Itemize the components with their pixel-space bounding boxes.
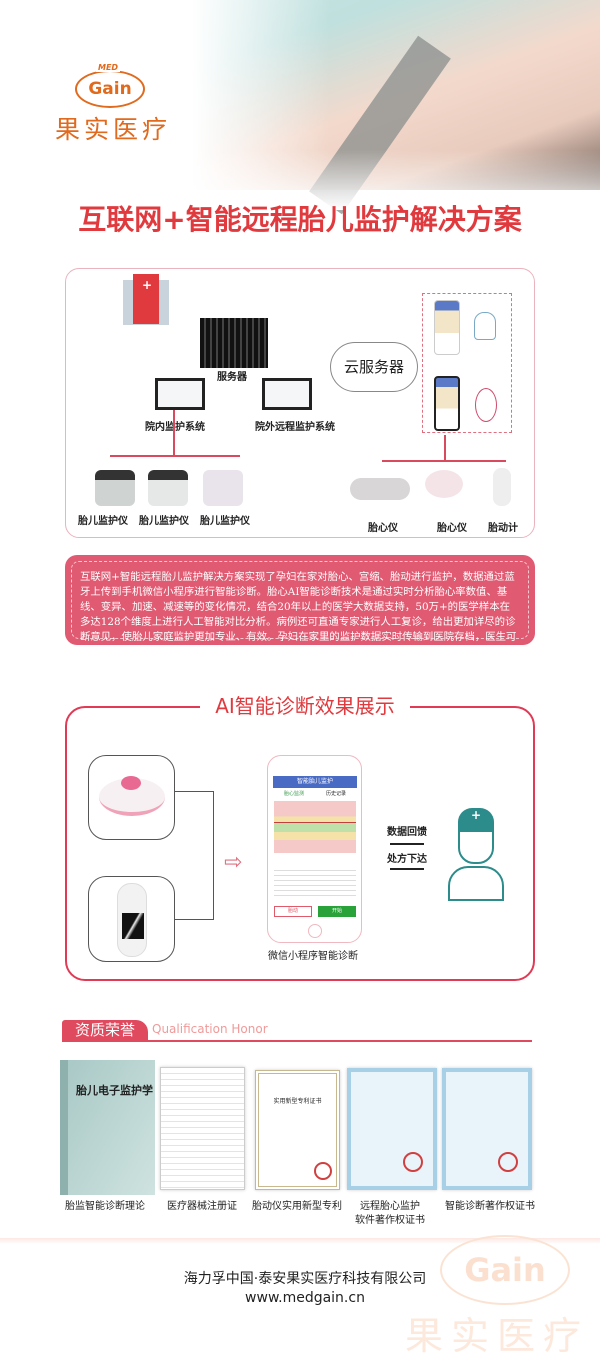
computer-icon xyxy=(262,378,312,410)
honor-title-en: Qualification Honor xyxy=(152,1022,268,1036)
doppler-image xyxy=(425,470,463,498)
doctor-illustration: + xyxy=(448,808,504,903)
app-tab[interactable]: 胎心监测 xyxy=(283,791,304,797)
registration-certificate xyxy=(160,1067,245,1190)
doctor-icon xyxy=(474,312,496,340)
honor-caption: 智能诊断著作权证书 xyxy=(445,1201,535,1212)
ai-section-title: AI智能诊断效果展示 xyxy=(200,690,410,719)
app-dashed-frame xyxy=(422,293,512,433)
fetal-movement-button[interactable]: 胎动 xyxy=(274,906,312,917)
logo-text: 果实医疗 xyxy=(55,115,172,144)
honor-title: 资质荣誉 xyxy=(62,1020,148,1041)
arrow-left-icon xyxy=(390,868,424,870)
honor-caption: 胎动仪实用新型专利 xyxy=(252,1201,342,1212)
movement-counter-card xyxy=(88,876,175,962)
app-header: 智能胎儿监护 xyxy=(273,776,357,788)
system-diagram xyxy=(65,268,535,538)
description-panel: 互联网+智能远程胎儿监护解决方案实现了孕妇在家对胎心、宫缩、胎动进行监护，数据通… xyxy=(65,555,535,658)
phone-mockup: 智能胎儿监护 胎心监测 历史记录 胎动 开始 xyxy=(267,755,362,943)
feedback-label: 数据回馈 xyxy=(387,827,427,838)
phone-icon xyxy=(434,300,460,355)
book-cover: 胎儿电子监护学 xyxy=(60,1060,155,1195)
remote-label: 院外远程监护系统 xyxy=(255,422,335,433)
mini-program-caption: 微信小程序智能诊断 xyxy=(268,951,358,962)
logo-med: MED xyxy=(96,63,121,72)
page-title: 互联网+智能远程胎儿监护解决方案 xyxy=(78,203,522,236)
company-name: 海力孚中国·泰安果实医疗科技有限公司 xyxy=(183,1271,427,1287)
watermark-logo: Gain xyxy=(440,1235,570,1305)
start-button[interactable]: 开始 xyxy=(318,906,356,917)
server-icon xyxy=(200,318,268,368)
software-copyright-certificate xyxy=(347,1068,437,1190)
website-link[interactable]: www.medgain.cn xyxy=(245,1290,365,1306)
description-text: 互联网+智能远程胎儿监护解决方案实现了孕妇在家对胎心、宫缩、胎动进行监护，数据通… xyxy=(71,561,529,658)
inhouse-label: 院内监护系统 xyxy=(145,422,205,433)
hospital-icon: + xyxy=(123,274,169,325)
server-label: 服务器 xyxy=(217,372,247,383)
home-device-label: 胎动计 xyxy=(488,523,518,534)
phone-icon xyxy=(434,376,460,431)
fhr-chart xyxy=(274,801,356,853)
monitor-label: 胎儿监护仪 xyxy=(139,516,189,527)
book-title: 胎儿电子监护学 xyxy=(76,1084,153,1097)
fetal-monitor-image xyxy=(203,470,243,506)
honor-caption: 远程胎心监护 xyxy=(360,1201,420,1212)
honor-caption: 医疗器械注册证 xyxy=(167,1201,237,1212)
honor-caption: 胎监智能诊断理论 xyxy=(65,1201,145,1212)
prescription-label: 处方下达 xyxy=(387,854,427,865)
monitor-label: 胎儿监护仪 xyxy=(200,516,250,527)
patent-certificate: 实用新型专利证书 xyxy=(255,1070,340,1190)
honor-caption: 软件著作权证书 xyxy=(355,1215,425,1226)
watermark-logo-text: 果实医疗 xyxy=(405,1314,590,1358)
logo-mark: Gain xyxy=(75,70,145,108)
home-device-label: 胎心仪 xyxy=(437,523,467,534)
doppler-image xyxy=(350,478,410,500)
fetal-movement-counter-image xyxy=(493,468,511,506)
fetal-monitor-image xyxy=(148,470,188,506)
pregnant-woman-icon xyxy=(475,388,497,422)
software-copyright-certificate xyxy=(442,1068,532,1190)
home-device-label: 胎心仪 xyxy=(368,523,398,534)
computer-icon xyxy=(155,378,205,410)
arrow-right-icon xyxy=(390,843,424,845)
fetal-monitor-image xyxy=(95,470,135,506)
arrow-right-icon: ⇨ xyxy=(224,850,243,875)
monitor-label: 胎儿监护仪 xyxy=(78,516,128,527)
doppler-device-card xyxy=(88,755,175,840)
app-tab[interactable]: 历史记录 xyxy=(325,791,346,797)
cloud-icon: 云服务器 xyxy=(330,342,418,392)
